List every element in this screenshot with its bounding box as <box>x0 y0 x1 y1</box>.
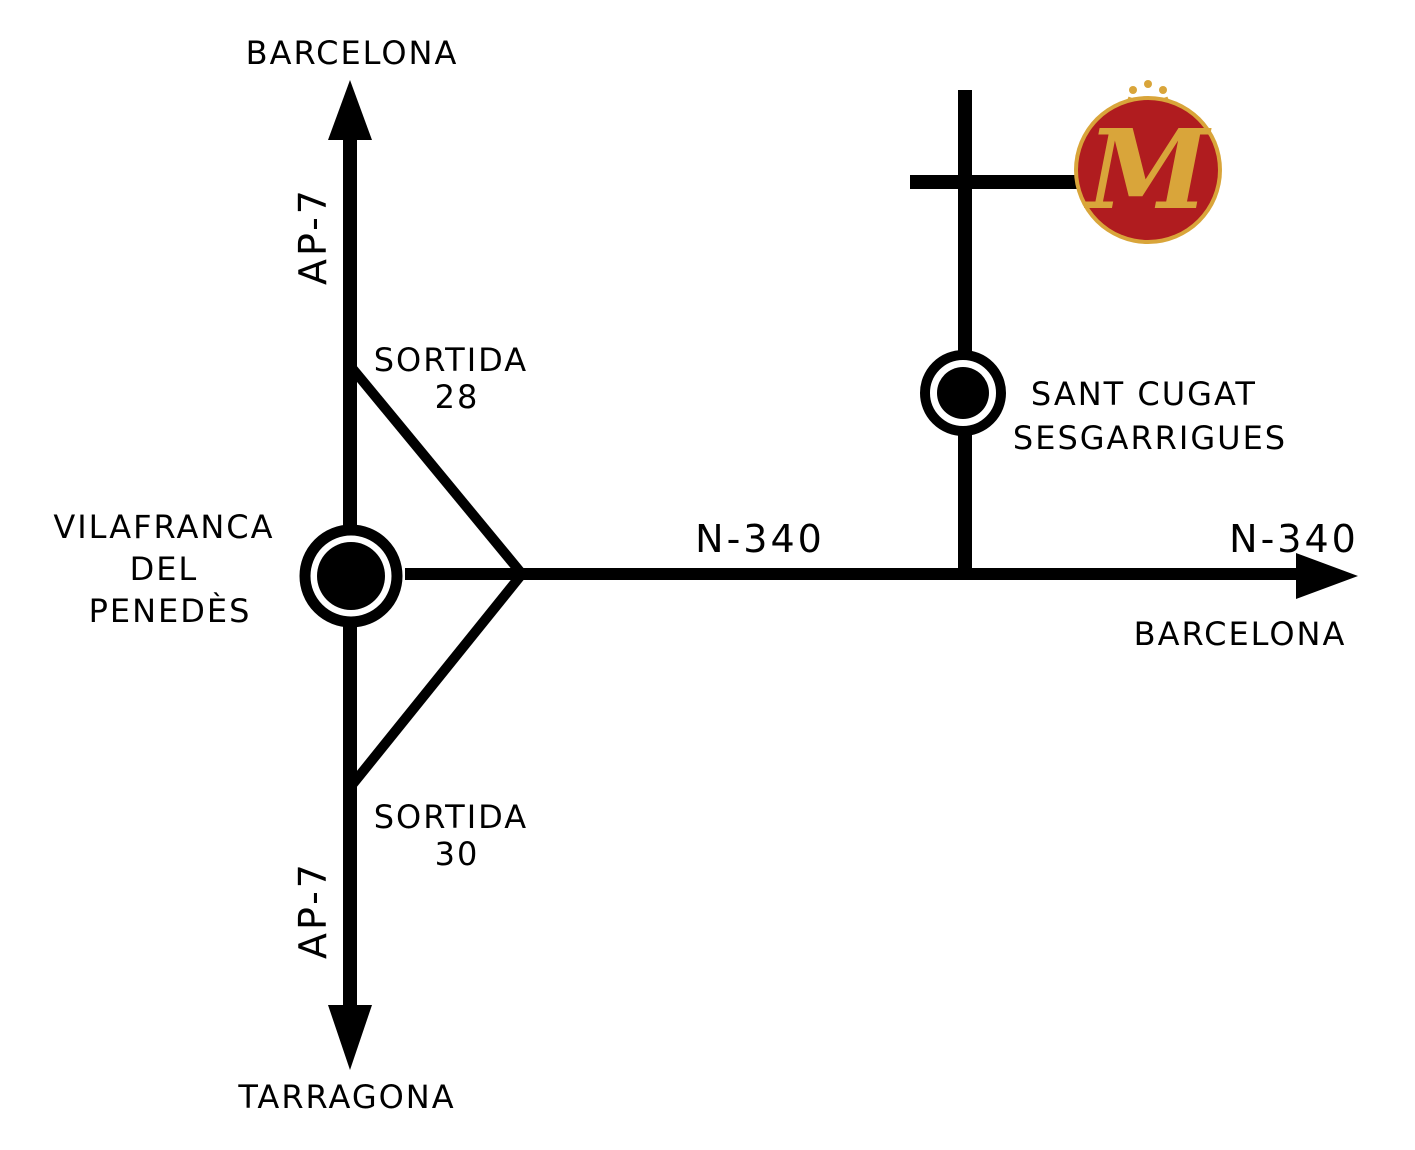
n340-road <box>405 553 1358 599</box>
label-exit-30-line1: SORTIDA <box>374 798 528 836</box>
label-town-vilafranca-line2: DEL <box>130 550 199 588</box>
label-town-sant-cugat-line2: SESGARRIGUES <box>1013 419 1287 457</box>
town-marker-vilafranca <box>299 524 403 628</box>
logo-monogram: M <box>1083 105 1212 234</box>
south-arrow-icon <box>328 1005 372 1070</box>
label-town-sant-cugat: SANT CUGAT SESGARRIGUES <box>1013 375 1287 457</box>
local-road <box>910 90 1085 578</box>
winery-monogram-logo: M <box>1074 80 1222 244</box>
east-arrow-icon <box>1296 553 1358 599</box>
label-highway-south: AP-7 <box>291 861 335 959</box>
logo-crown-dot <box>1144 80 1152 88</box>
north-arrow-icon <box>328 80 372 140</box>
label-bottom-destination: TARRAGONA <box>237 1078 455 1116</box>
label-top-destination: BARCELONA <box>246 34 459 72</box>
label-exit-30-line2: 30 <box>435 835 480 873</box>
label-n340-mid: N-340 <box>695 517 825 561</box>
logo-disc <box>1078 100 1218 240</box>
logo-crown-dot <box>1129 86 1137 94</box>
label-town-vilafranca: VILAFRANCA DEL PENEDÈS <box>53 508 286 630</box>
label-exit-28-line2: 28 <box>435 378 480 416</box>
label-town-vilafranca-line1: VILAFRANCA <box>53 508 274 546</box>
logo-crown-dot <box>1159 86 1167 94</box>
label-exit-28-line1: SORTIDA <box>374 341 528 379</box>
label-exit-30: SORTIDA 30 <box>374 798 541 873</box>
label-town-vilafranca-line3: PENEDÈS <box>89 592 252 630</box>
label-n340-end: N-340 <box>1229 517 1359 561</box>
label-exit-28: SORTIDA 28 <box>374 341 541 416</box>
label-town-sant-cugat-line1: SANT CUGAT <box>1031 375 1257 413</box>
town-marker-sant-cugat <box>920 350 1006 436</box>
label-east-destination: BARCELONA <box>1134 615 1347 653</box>
label-highway-north: AP-7 <box>291 187 335 285</box>
exit-ramps <box>348 364 526 789</box>
